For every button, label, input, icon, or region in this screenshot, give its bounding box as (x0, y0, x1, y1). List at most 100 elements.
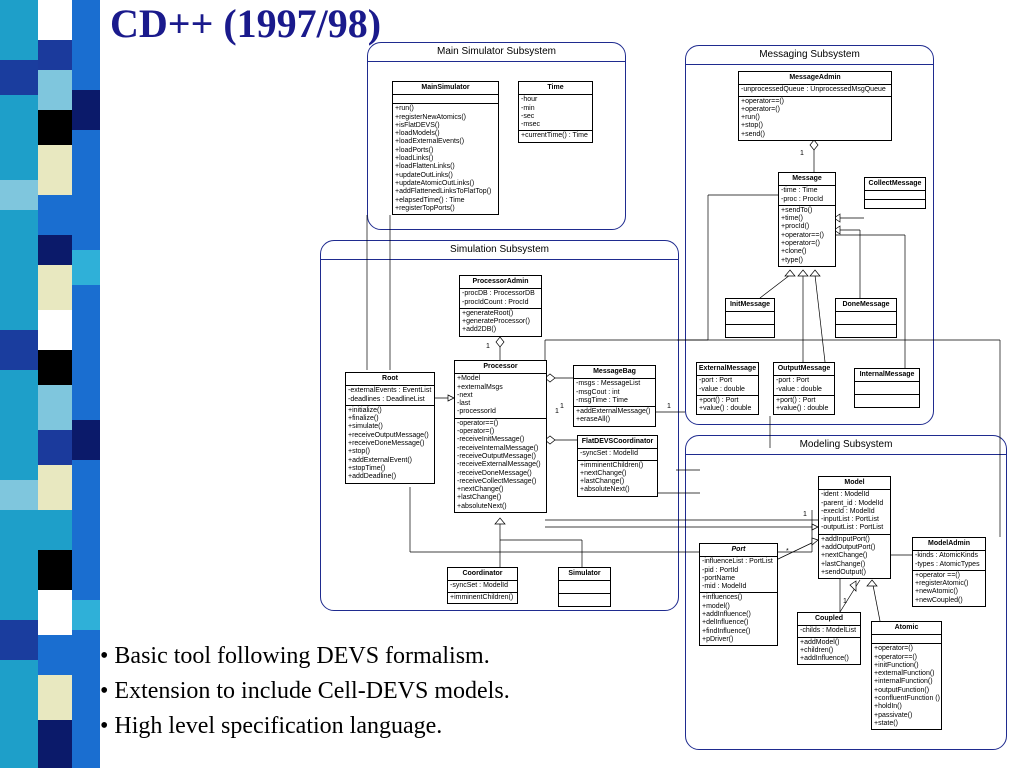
operation: +currentTime() : Time (521, 132, 588, 140)
operation: -receiveExternalMessage() (457, 461, 541, 469)
operation: +operator ==() (915, 571, 960, 579)
attribute: -externalEvents : EventList (348, 387, 432, 395)
class-name: Message (779, 173, 835, 187)
operation: +lastChange() (457, 494, 502, 502)
operation: +imminentChildren() (450, 593, 514, 601)
operation: +addInputPort() (821, 535, 870, 543)
simulation-subsystem-title: Simulation Subsystem (321, 241, 678, 260)
operation: +model() (702, 602, 730, 610)
attribute: -next (457, 391, 473, 399)
class-operations: +port() : Port +value() : double (697, 396, 758, 415)
modeling-subsystem-title: Modeling Subsystem (686, 436, 1006, 455)
operation: +receiveDoneMessage() (348, 440, 425, 448)
operation: +receiveOutputMessage() (348, 431, 429, 439)
attribute: -msgCout : int (576, 388, 620, 396)
attribute: -proc : ProcId (781, 195, 824, 203)
bullet-item: • Extension to include Cell-DEVS models. (100, 678, 510, 704)
attribute: +Model (457, 375, 481, 383)
class-operations: +port() : Port +value() : double (774, 396, 834, 415)
class-name: Coupled (798, 613, 860, 627)
class-name: ModelAdmin (913, 538, 985, 552)
operation: +newAtomic() (915, 588, 958, 596)
attribute: -syncSet : ModelId (580, 450, 638, 458)
attribute: -pid : PortId (702, 566, 739, 574)
class-operations (836, 325, 896, 337)
class-operations: +addModel() +children() +addInfluence() (798, 638, 860, 665)
operation: +operator==() (781, 231, 824, 239)
operation: +addModel() (800, 638, 840, 646)
main-simulator-subsystem-title: Main Simulator Subsystem (368, 43, 625, 62)
operation: +sendOutput() (821, 568, 866, 576)
class-name: Coordinator (448, 568, 517, 582)
class-name: ProcessorAdmin (460, 276, 541, 290)
class-message: Message -time : Time -proc : ProcId +sen… (778, 172, 836, 267)
attribute: -processorId (457, 408, 496, 416)
class-operations: +initialize() +finalize() +simulate() +r… (346, 406, 434, 483)
operation: +initFunction() (874, 661, 919, 669)
attribute: -min (521, 104, 535, 112)
class-name: InitMessage (726, 299, 774, 313)
class-operations: +operator ==() +registerAtomic() +newAto… (913, 571, 985, 606)
operation: +outputFunction() (874, 686, 930, 694)
multiplicity-label: 1 (803, 511, 807, 518)
operation: +children() (800, 646, 834, 654)
operation: +loadModels() (395, 130, 440, 138)
operation: +port() : Port (776, 396, 816, 404)
operation: +port() : Port (699, 396, 739, 404)
operation: +passivate() (874, 711, 913, 719)
attribute: -execId : ModelId (821, 507, 875, 515)
operation: +add2DB() (462, 326, 497, 334)
multiplicity-label: 1 (667, 403, 671, 410)
class-operations: +generateRoot() +generateProcessor() +ad… (460, 309, 541, 336)
class-attributes: -time : Time -proc : ProcId (779, 186, 835, 206)
operation: -receiveCollectMessage() (457, 477, 537, 485)
class-flatdevscoordinator: FlatDEVSCoordinator -syncSet : ModelId +… (577, 435, 658, 497)
operation: +addInfluence() (800, 655, 849, 663)
class-name: OutputMessage (774, 363, 834, 377)
class-attributes: -procDB : ProcessorDB -procIdCount : Pro… (460, 289, 541, 309)
operation: +pDriver() (702, 635, 734, 643)
operation: +operator==() (741, 97, 784, 105)
operation: +addExternalEvent() (348, 456, 413, 464)
class-simulator: Simulator (558, 567, 611, 608)
operation: +registerAtomic() (915, 580, 969, 588)
operation: +operator=() (874, 645, 913, 653)
operation: +addInfluence() (702, 611, 751, 619)
attribute: -parent_id : ModelId (821, 499, 884, 507)
class-messageadmin: MessageAdmin -unprocessedQueue : Unproce… (738, 71, 892, 142)
operation: +loadFlattenLinks() (395, 163, 455, 171)
multiplicity-label: 1 (555, 408, 559, 415)
operation: +eraseAll() (576, 416, 611, 424)
decorative-stripe (0, 0, 100, 768)
class-processoradmin: ProcessorAdmin -procDB : ProcessorDB -pr… (459, 275, 542, 337)
bullet-list: • Basic tool following DEVS formalism. •… (100, 643, 510, 748)
attribute: -inputList : PortList (821, 516, 879, 524)
operation: +lastChange() (580, 478, 625, 486)
class-name: FlatDEVSCoordinator (578, 436, 657, 450)
operation: +loadPorts() (395, 146, 434, 154)
operation: +nextChange() (580, 469, 627, 477)
bullet-item: • High level specification language. (100, 713, 443, 739)
class-coordinator: Coordinator -syncSet : ModelId +imminent… (447, 567, 518, 604)
class-attributes (836, 312, 896, 326)
operation: +addDeadline() (348, 473, 397, 481)
attribute: -portName (702, 574, 736, 582)
attribute: -value : double (699, 385, 745, 393)
attribute: -outputList : PortList (821, 524, 884, 532)
operation: +run() (395, 105, 414, 113)
slide-title: CD++ (1997/98) (110, 1, 382, 46)
multiplicity-label: 1 (560, 403, 564, 410)
class-operations: -operator==() -operator=() -receiveInitM… (455, 419, 546, 512)
attribute: -sec (521, 112, 535, 120)
class-mainsimulator: MainSimulator +run() +registerNewAtomics… (392, 81, 499, 216)
class-name: Time (519, 82, 592, 96)
class-attributes: -msgs : MessageList -msgCout : int -msgT… (574, 379, 655, 408)
operation: +holdIn() (874, 703, 902, 711)
operation: +generateProcessor() (462, 318, 530, 326)
class-operations (865, 200, 925, 208)
operation: -receiveInitMessage() (457, 436, 525, 444)
class-attributes: -childs : ModelList (798, 626, 860, 638)
operation: +clone() (781, 248, 807, 256)
multiplicity-label: 1 (800, 150, 804, 157)
operation: +loadLinks() (395, 155, 434, 163)
